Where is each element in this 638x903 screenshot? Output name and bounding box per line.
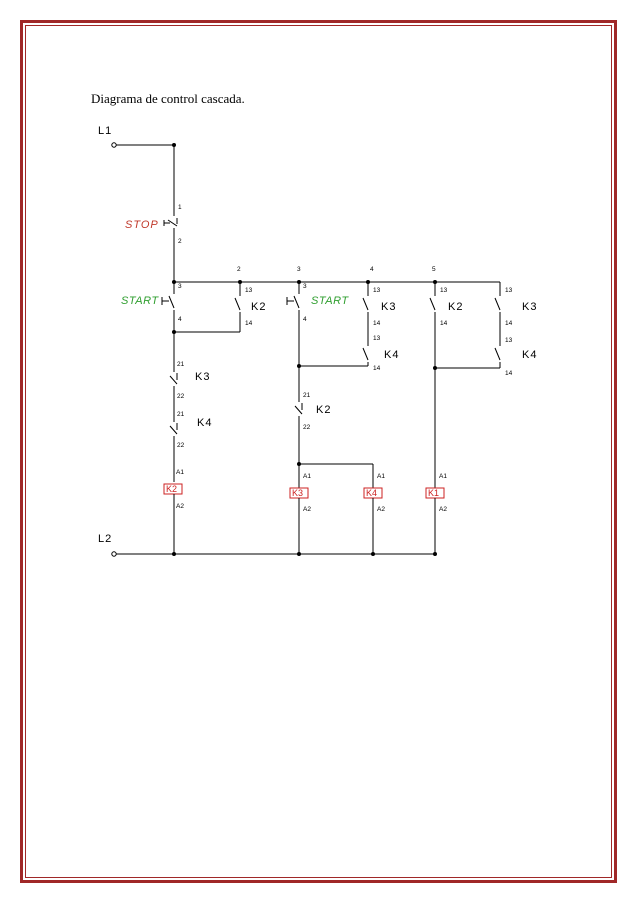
coil-k3: A1 K3 A2 bbox=[289, 473, 311, 554]
svg-text:13: 13 bbox=[373, 287, 381, 294]
svg-text:13: 13 bbox=[505, 337, 513, 344]
svg-text:22: 22 bbox=[303, 424, 311, 431]
svg-text:A2: A2 bbox=[377, 506, 385, 513]
svg-text:14: 14 bbox=[373, 320, 381, 327]
k3-nc-contact: 21 22 K3 bbox=[169, 332, 210, 412]
page-border-inner bbox=[25, 25, 612, 878]
coil-k2: A1 K2 A2 bbox=[163, 469, 184, 554]
l1-label: L1 bbox=[98, 125, 112, 137]
svg-text:K3: K3 bbox=[381, 301, 396, 313]
svg-text:22: 22 bbox=[177, 442, 185, 449]
k2-contact-col4: 13 14 K2 bbox=[429, 282, 463, 368]
svg-text:4: 4 bbox=[178, 316, 182, 323]
l2-node-2 bbox=[297, 552, 301, 556]
svg-text:13: 13 bbox=[440, 287, 448, 294]
svg-text:21: 21 bbox=[177, 361, 185, 368]
coil-k1: A1 K1 A2 bbox=[425, 473, 447, 554]
svg-text:21: 21 bbox=[177, 411, 185, 418]
k4-contact-col3: 13 14 K4 bbox=[362, 332, 399, 372]
svg-text:A1: A1 bbox=[176, 469, 184, 476]
svg-text:14: 14 bbox=[505, 370, 513, 377]
svg-text:2: 2 bbox=[178, 238, 182, 245]
svg-text:K3: K3 bbox=[195, 371, 210, 383]
svg-text:13: 13 bbox=[245, 287, 253, 294]
start-button-2: 3 4 bbox=[286, 282, 307, 366]
page-border-outer bbox=[20, 20, 617, 883]
svg-text:K4: K4 bbox=[366, 488, 377, 498]
svg-text:3: 3 bbox=[303, 283, 307, 290]
svg-text:A1: A1 bbox=[439, 473, 447, 480]
node-number-4: 4 bbox=[370, 266, 374, 273]
svg-text:21: 21 bbox=[303, 392, 311, 399]
start-button-1: 3 4 bbox=[161, 282, 182, 332]
k4-contact-col5: 13 14 K4 bbox=[494, 332, 537, 377]
l1-terminal bbox=[111, 142, 117, 148]
l2-label: L2 bbox=[98, 533, 112, 545]
svg-text:A1: A1 bbox=[303, 473, 311, 480]
stop-label: STOP bbox=[125, 219, 159, 231]
svg-text:K1: K1 bbox=[428, 488, 439, 498]
stop-button: 1 2 bbox=[163, 204, 182, 282]
k2-nc-contact: 21 22 K2 bbox=[294, 366, 331, 464]
k2-seal-contact: 13 14 K2 bbox=[234, 282, 266, 332]
svg-text:K2: K2 bbox=[316, 404, 331, 416]
k3-contact-col3: 13 14 K3 bbox=[362, 282, 396, 332]
svg-text:13: 13 bbox=[505, 287, 513, 294]
svg-text:K3: K3 bbox=[292, 488, 303, 498]
svg-text:K3: K3 bbox=[522, 301, 537, 313]
svg-text:13: 13 bbox=[373, 335, 381, 342]
svg-text:K4: K4 bbox=[197, 417, 212, 429]
node-number-2: 2 bbox=[237, 266, 241, 273]
svg-text:K2: K2 bbox=[448, 301, 463, 313]
svg-text:A2: A2 bbox=[176, 503, 184, 510]
start-label-1: START bbox=[121, 295, 159, 307]
l2-node-1 bbox=[172, 552, 176, 556]
svg-text:14: 14 bbox=[505, 320, 513, 327]
l2-terminal bbox=[111, 551, 117, 557]
svg-text:14: 14 bbox=[373, 365, 381, 372]
svg-text:K4: K4 bbox=[384, 349, 399, 361]
svg-text:3: 3 bbox=[178, 283, 182, 290]
l2-node-4 bbox=[433, 552, 437, 556]
node-number-3: 3 bbox=[297, 266, 301, 273]
svg-text:A1: A1 bbox=[377, 473, 385, 480]
svg-text:4: 4 bbox=[303, 316, 307, 323]
k3-contact-col5: 13 14 K3 bbox=[494, 287, 537, 332]
start-label-2: START bbox=[311, 295, 349, 307]
svg-text:A2: A2 bbox=[439, 506, 447, 513]
svg-text:K2: K2 bbox=[251, 301, 266, 313]
k4-nc-contact: 21 22 K4 bbox=[169, 411, 212, 482]
svg-text:22: 22 bbox=[177, 393, 185, 400]
l2-node-3 bbox=[371, 552, 375, 556]
coil-k4: A1 K4 A2 bbox=[363, 473, 385, 554]
svg-text:14: 14 bbox=[440, 320, 448, 327]
diagram-caption: Diagrama de control cascada. bbox=[91, 91, 245, 106]
svg-text:K4: K4 bbox=[522, 349, 537, 361]
svg-text:14: 14 bbox=[245, 320, 253, 327]
svg-text:K2: K2 bbox=[166, 484, 177, 494]
svg-text:A2: A2 bbox=[303, 506, 311, 513]
svg-text:1: 1 bbox=[178, 204, 182, 211]
node-number-5: 5 bbox=[432, 266, 436, 273]
